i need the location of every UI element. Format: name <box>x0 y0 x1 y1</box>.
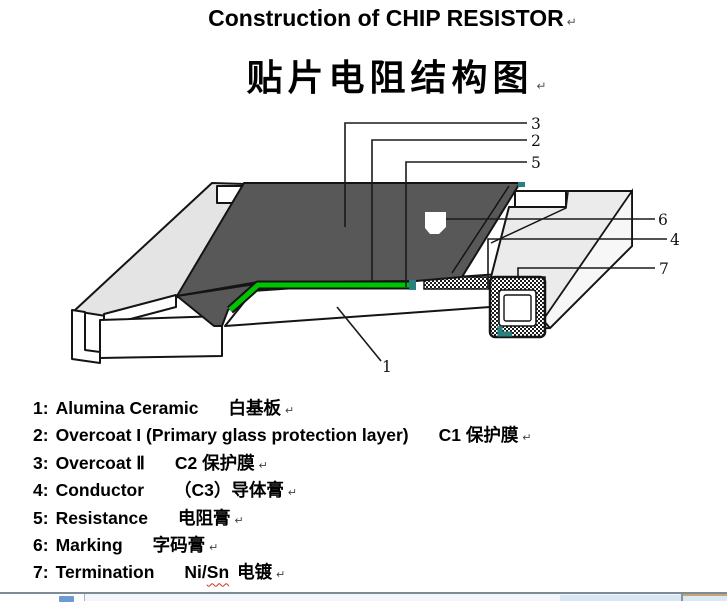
legend-item-7: 7: Termination Ni/Sn 电镀↵ <box>33 559 532 586</box>
marking-spot <box>425 212 446 234</box>
page-subtitle-row: 贴片电阻结构图↵ <box>0 49 727 101</box>
paragraph-mark: ↵ <box>276 569 286 582</box>
callout-number-3: 3 <box>531 115 541 133</box>
teal-corner-overcoat <box>518 182 525 187</box>
callout-number-7: 7 <box>659 260 669 278</box>
callout-line-7 <box>517 267 655 276</box>
paragraph-mark: ↵ <box>234 514 244 527</box>
resistance-layer <box>228 282 412 312</box>
overcoat-left-wrap <box>176 283 257 327</box>
bottom-toolbar[interactable] <box>0 592 727 602</box>
legend-label-zh: 白基板 <box>228 398 282 418</box>
right-cap-front-sliver <box>541 188 633 330</box>
callout-number-6: 6 <box>658 211 668 229</box>
legend-label-zh: C2 保护膜 <box>174 452 255 473</box>
legend-number: 2: <box>33 425 49 446</box>
callout-line-1 <box>336 306 382 362</box>
legend-item-1: 1: Alumina Ceramic 白基板↵ <box>33 395 532 422</box>
termination-wrap <box>488 275 547 339</box>
legend-label-ni: Ni/ <box>184 562 207 583</box>
page-title-row: Construction of CHIP RESISTOR↵ <box>0 5 727 32</box>
legend-label-zh: C1 保护膜 <box>438 425 519 446</box>
legend-item-3: 3: Overcoat Ⅱ C2 保护膜↵ <box>33 450 532 477</box>
paragraph-mark: ↵ <box>566 15 577 29</box>
legend-number: 7: <box>33 562 49 583</box>
legend-label-en: Overcoat I (Primary glass protection lay… <box>55 425 409 446</box>
toolbar-right-segment <box>683 594 727 601</box>
legend-item-2: 2: Overcoat I (Primary glass protection l… <box>33 422 532 449</box>
toolbar-blue-icon[interactable] <box>59 596 74 602</box>
paragraph-mark: ↵ <box>536 79 547 93</box>
legend-label-zh: 电镀 <box>237 562 273 583</box>
callout-number-4: 4 <box>670 231 680 249</box>
callout-number-5: 5 <box>531 154 541 172</box>
legend-label-en: Termination <box>55 562 155 583</box>
paragraph-mark: ↵ <box>209 541 219 554</box>
left-cap-front-face <box>99 315 223 359</box>
callout-line-3 <box>344 122 527 227</box>
legend-label-zh: 字码膏 <box>152 534 206 555</box>
legend-label-en: Conductor <box>55 480 145 501</box>
page-title: Construction of CHIP RESISTOR <box>208 5 564 31</box>
legend-number: 3: <box>33 452 49 473</box>
paragraph-mark: ↵ <box>258 459 268 472</box>
paragraph-mark: ↵ <box>285 405 295 417</box>
page-subtitle-chinese: 贴片电阻结构图 <box>246 57 534 99</box>
legend-label-zh: （C3）导体膏 <box>174 480 284 501</box>
legend-label-en: Resistance <box>55 507 148 528</box>
legend-label-en: Overcoat Ⅱ <box>55 452 145 473</box>
right-cap-notch <box>514 190 567 208</box>
legend-item-4: 4: Conductor （C3）导体膏↵ <box>33 477 532 504</box>
overcoat-bevel-edge <box>451 185 510 274</box>
callout-number-1: 1 <box>382 358 392 376</box>
teal-corner-wrap <box>497 326 512 337</box>
callout-line-5 <box>405 161 527 287</box>
toolbar-blue-segment <box>560 595 681 601</box>
left-termination-cap <box>71 182 246 364</box>
paragraph-mark: ↵ <box>522 432 532 445</box>
legend-item-5: 5: Resistance 电阻膏↵ <box>33 505 532 532</box>
teal-corner-right-of-green <box>409 280 416 290</box>
callout-line-4 <box>487 238 667 288</box>
legend-label-zh: 电阻膏 <box>177 507 231 528</box>
substrate-end-core <box>503 294 532 322</box>
legend-label-en: Marking <box>55 534 123 555</box>
legend-label-sn-misspelled: Sn <box>206 562 230 583</box>
left-cap-bracket <box>71 309 101 364</box>
paragraph-mark: ↵ <box>287 487 298 500</box>
legend-item-6: 6: Marking 字码膏↵ <box>33 532 532 559</box>
toolbar-divider <box>681 594 683 601</box>
callout-number-2: 2 <box>531 132 541 150</box>
legend-label-en: Alumina Ceramic <box>55 398 199 418</box>
callout-line-2 <box>371 139 527 282</box>
toolbar-left-panel <box>0 594 85 601</box>
legend-number: 5: <box>33 507 49 528</box>
legend-number: 1: <box>33 398 49 418</box>
legend-number: 4: <box>33 480 49 501</box>
legend-number: 6: <box>33 534 49 555</box>
